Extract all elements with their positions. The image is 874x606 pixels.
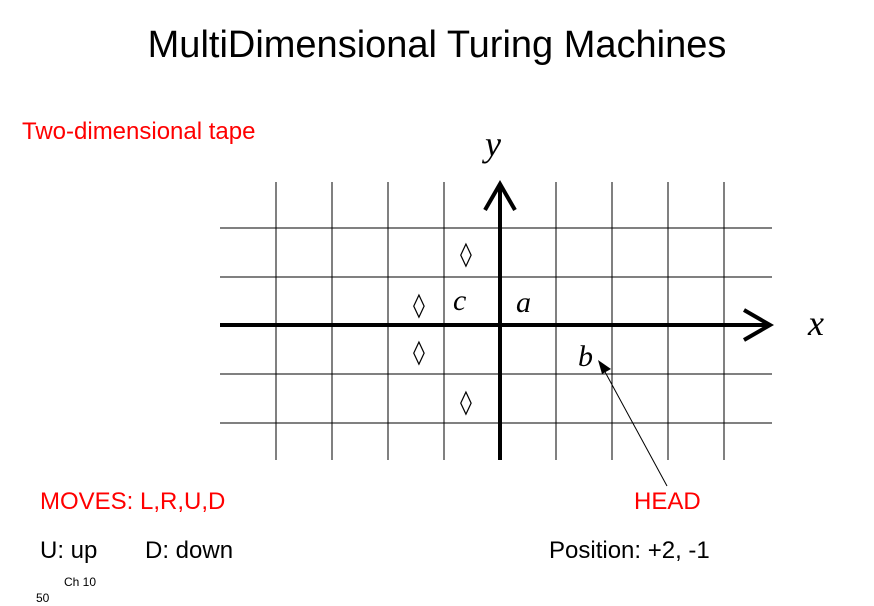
axes bbox=[220, 179, 775, 460]
x-axis-arrowhead bbox=[743, 308, 775, 342]
y-axis-arrowhead bbox=[483, 179, 517, 211]
head-label: HEAD bbox=[634, 488, 701, 515]
page-number: 50 bbox=[36, 591, 50, 605]
chapter-label: Ch 10 bbox=[64, 575, 97, 589]
tape-subtitle: Two-dimensional tape bbox=[22, 118, 256, 145]
blank-symbol: ◊ bbox=[413, 338, 425, 366]
move-down-text: D: down bbox=[145, 537, 234, 564]
blank-symbol: ◊ bbox=[460, 240, 472, 268]
blank-symbol: ◊ bbox=[413, 291, 425, 319]
head-pointer-arrowhead bbox=[598, 360, 611, 374]
slide-title: MultiDimensional Turing Machines bbox=[147, 24, 727, 66]
cell-symbol-b: b bbox=[578, 340, 593, 373]
grid-lines bbox=[220, 182, 772, 460]
cell-symbol-a: a bbox=[516, 286, 531, 319]
cell-symbol-c: c bbox=[453, 284, 466, 317]
head-pointer-line bbox=[603, 369, 668, 487]
move-up-text: U: up bbox=[40, 537, 98, 564]
y-axis-label: y bbox=[482, 124, 501, 164]
head-position-text: Position: +2, -1 bbox=[549, 537, 710, 564]
blank-symbol: ◊ bbox=[460, 388, 472, 416]
head-pointer-arrow bbox=[598, 360, 668, 487]
x-axis-label: x bbox=[807, 303, 824, 343]
moves-label: MOVES: L,R,U,D bbox=[40, 488, 226, 515]
